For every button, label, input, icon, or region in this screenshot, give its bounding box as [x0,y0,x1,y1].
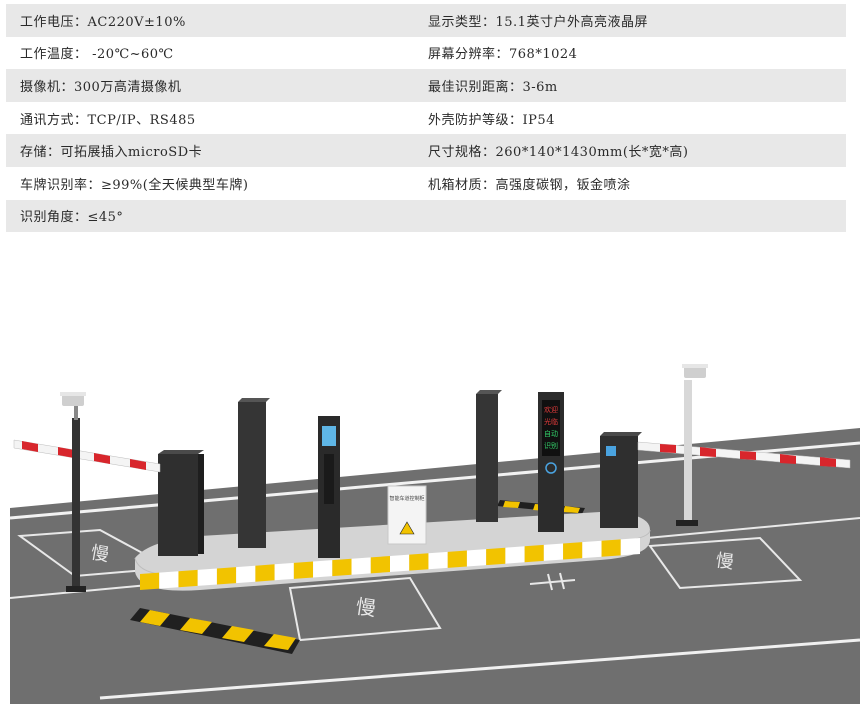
curb-stripe [313,560,333,578]
curb-stripe [620,538,640,556]
hazard-warning-icon [399,521,415,535]
curb-stripe [274,562,294,581]
spec-row: 识别角度：≤45° [6,199,846,233]
spec-cell-left: 工作电压：AC220V±10% [20,14,186,30]
camera-pole-right [676,364,708,526]
spec-row: 存储：可拓展插入microSD卡 尺寸规格：260*140*1430mm(长*宽*… [6,134,846,167]
lane-post-2 [476,394,498,522]
curb-stripe [505,546,525,564]
led-display-line: 识别 [544,441,558,450]
curb-stripe [447,550,467,568]
barrier-gate-left [13,439,204,556]
curb-stripe [563,542,583,560]
ground-marking-right: 慢 [648,536,803,590]
spec-row: 工作电压：AC220V±10% 显示类型：15.1英寸户外高亮液晶屏 [6,4,846,37]
spec-cell-left: 工作温度： -20℃~60℃ [20,47,174,63]
curb-stripe [255,564,275,582]
curb-stripe [524,544,544,563]
curb-stripe [159,571,179,589]
control-cabinet: 智能车道控制柜 [387,485,427,545]
curb-stripe [486,547,506,566]
curb-stripe [197,568,217,586]
curb-stripe [178,569,198,588]
curb-stripe [370,556,390,574]
spec-row: 摄像机：300万高清摄像机 最佳识别距离：3-6m [6,69,846,102]
spec-cell-right: 屏幕分辨率：768*1024 [428,47,578,63]
camera-icon [60,392,86,406]
curb-stripe [601,539,621,557]
traffic-island [134,512,651,591]
lane-post-1 [238,402,266,548]
ground-marking-text-right: 慢 [714,550,735,573]
spec-row: 工作温度： -20℃~60℃ 屏幕分辨率：768*1024 [6,37,846,70]
spec-cell-right: 外壳防护等级：IP54 [428,112,555,128]
curb-stripe [409,553,429,571]
road-bottom-line [99,638,860,700]
spec-cell-right: 机箱材质：高强度碳钢，钣金喷涂 [428,177,631,193]
spec-cell-right: 显示类型：15.1英寸户外高亮液晶屏 [428,14,648,30]
parking-lane-illustration: 慢 慢 慢 [0,268,860,704]
led-display-line: 光临 [544,417,558,426]
barrier-arm-left [13,439,161,473]
curb-stripe [351,557,371,575]
camera-pole-left [60,392,86,592]
curb-stripe [236,565,256,584]
curb-stripe [140,572,160,590]
cabinet-label: 智能车道控制柜 [389,495,424,502]
curb-stripe [332,558,352,577]
speed-bump [130,608,300,654]
spec-cell-left: 识别角度：≤45° [20,210,124,226]
spec-cell-right: 最佳识别距离：3-6m [428,79,558,95]
ground-marking-text-center: 慢 [354,594,377,621]
ground-arrow-marking [529,572,576,591]
spec-row: 车牌识别率：≥99%(全天候典型车牌) 机箱材质：高强度碳钢，钣金喷涂 [6,167,846,200]
curb-stripe [216,567,237,585]
led-display-line: 欢迎 [544,405,558,414]
spec-cell-left: 通讯方式：TCP/IP、RS485 [20,112,196,128]
spec-table: 工作电压：AC220V±10% 显示类型：15.1英寸户外高亮液晶屏工作温度： -… [6,4,846,233]
curb-stripe [582,540,602,559]
display-terminal-left [318,416,340,558]
curb-stripe [293,561,314,579]
curb-stripe [428,551,448,570]
spec-cell-left: 存储：可拓展插入microSD卡 [20,145,203,161]
ground-marking-center: 慢 [288,576,442,642]
spec-cell-left: 摄像机：300万高清摄像机 [20,79,182,95]
curb-stripe [543,543,564,561]
curb-stripe [390,554,410,572]
spec-cell-left: 车牌识别率：≥99%(全天候典型车牌) [20,177,249,193]
curb-stripe [466,549,487,567]
camera-icon [682,364,708,378]
spec-row: 通讯方式：TCP/IP、RS485 外壳防护等级：IP54 [6,102,846,135]
ground-marking-text-left: 慢 [89,542,110,566]
parking-p-icon [545,462,557,474]
curb-stripes [140,538,640,590]
led-display-line: 自动 [544,429,558,438]
spec-cell-right: 尺寸规格：260*140*1430mm(长*宽*高) [428,145,689,161]
